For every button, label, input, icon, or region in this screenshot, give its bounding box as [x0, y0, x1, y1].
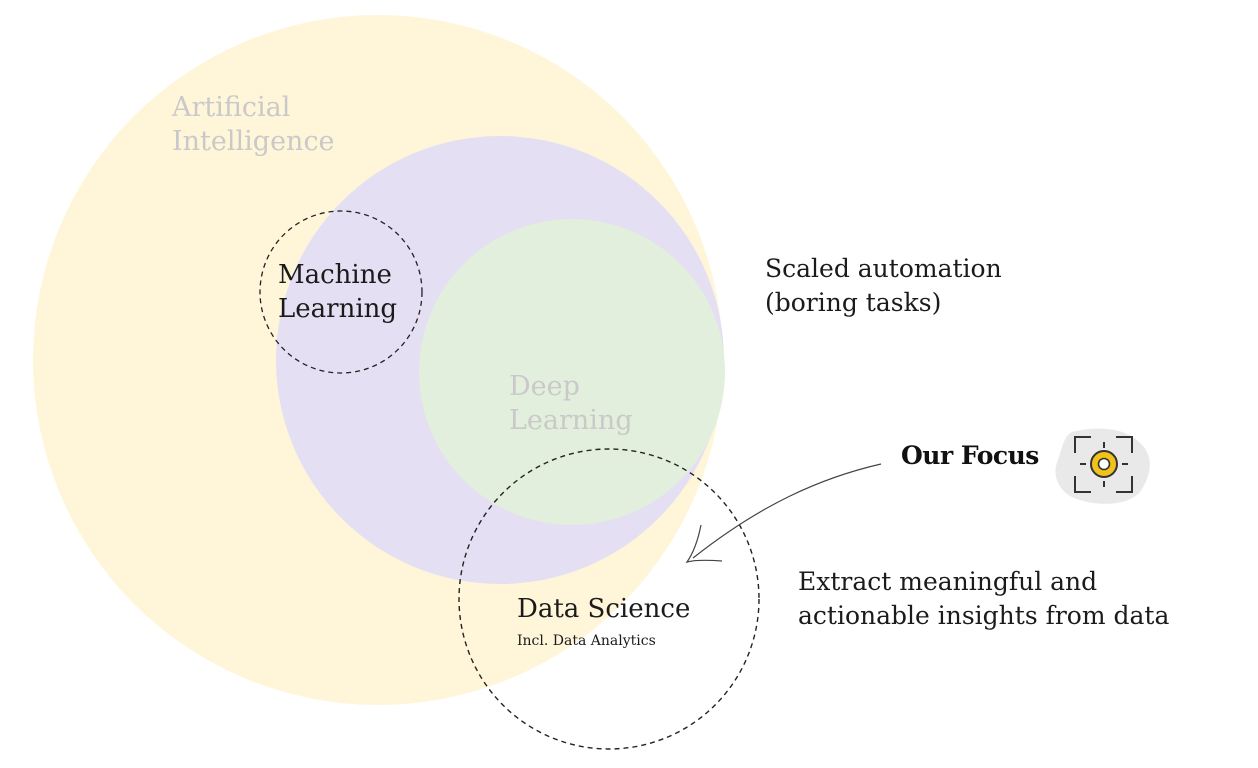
focus-icon-corner-tr	[1116, 436, 1133, 453]
ml-label-line-2: Learning	[278, 294, 398, 324]
automation-note-line-1: Scaled automation	[765, 254, 1002, 283]
our-focus-label: Our Focus	[901, 441, 1039, 470]
focus-icon-corner-bl	[1074, 476, 1091, 493]
focus-icon-center	[1097, 457, 1111, 471]
focus-arrow-line	[692, 463, 882, 559]
focus-icon-corner-br	[1116, 476, 1133, 493]
dl-label-line-2: Learning	[509, 405, 633, 436]
dl-label-line-1: Deep	[509, 371, 580, 402]
ml-label-line-1: Machine	[278, 260, 392, 290]
dl-circle	[419, 219, 725, 525]
deep-learning-label: Deep Learning	[509, 370, 633, 438]
insights-note-line-1: Extract meaningful and	[798, 567, 1098, 596]
data-science-dashed-circle	[458, 448, 760, 750]
ai-label-line-1: Artificial	[172, 92, 291, 123]
focus-icon-corner-tl	[1074, 436, 1091, 453]
focus-target-icon	[1055, 428, 1150, 504]
artificial-intelligence-label: Artificial Intelligence	[172, 91, 335, 159]
data-science-label: Data Science	[517, 592, 690, 626]
automation-note: Scaled automation (boring tasks)	[765, 252, 1002, 320]
machine-learning-dashed-circle	[259, 210, 423, 374]
focus-arrow-head	[685, 524, 723, 564]
automation-note-line-2: (boring tasks)	[765, 288, 942, 317]
insights-note-line-2: actionable insights from data	[798, 601, 1170, 630]
ai-label-line-2: Intelligence	[172, 126, 335, 157]
ds-label-text: Data Science	[517, 594, 691, 624]
machine-learning-label: Machine Learning	[278, 258, 397, 326]
data-science-sublabel: Incl. Data Analytics	[517, 633, 656, 649]
insights-note: Extract meaningful and actionable insigh…	[798, 565, 1169, 633]
